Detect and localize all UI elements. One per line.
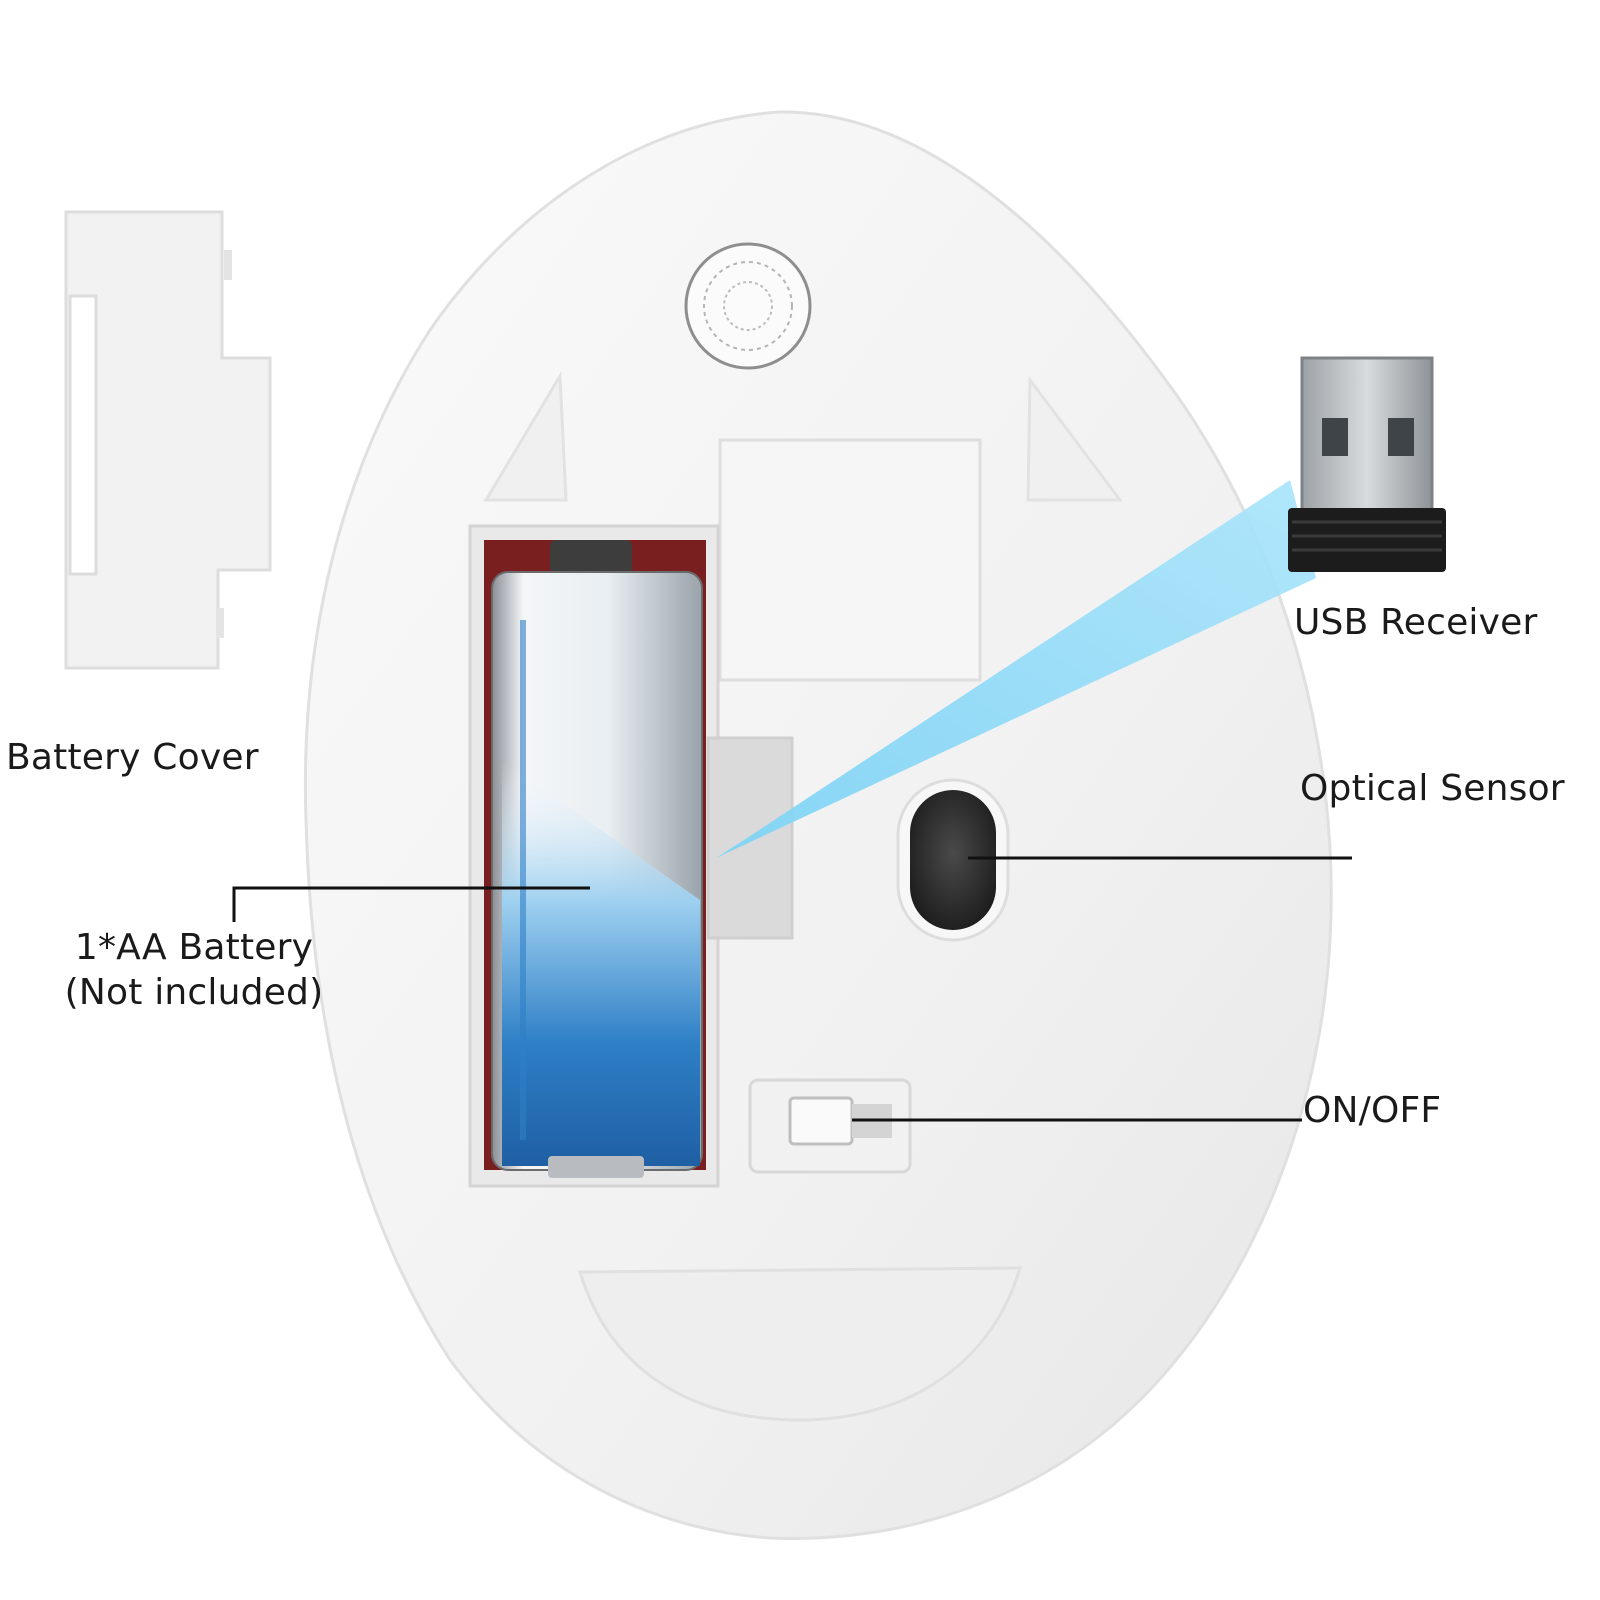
usb-receiver-label: USB Receiver: [1294, 602, 1538, 643]
on-off-label: ON/OFF: [1303, 1090, 1442, 1131]
battery-cover-label: Battery Cover: [6, 737, 259, 778]
power-switch-icon: [748, 1078, 912, 1174]
usb-connector-icon: [1288, 356, 1446, 572]
battery-leader-line: [232, 886, 590, 922]
mouse-body: [303, 110, 1333, 1541]
battery-label-line2: (Not included): [64, 972, 324, 1013]
leader-lines: [232, 856, 1352, 1122]
battery-icon: [491, 540, 703, 1178]
battery-label-line1: 1*AA Battery: [74, 927, 314, 968]
battery-cover-part: [64, 210, 272, 670]
battery-label: 1*AA Battery (Not included): [54, 925, 334, 1015]
optical-sensor-icon: [896, 778, 1010, 942]
receiver-storage-beam: [716, 480, 1316, 858]
optical-sensor-label: Optical Sensor: [1300, 768, 1565, 809]
